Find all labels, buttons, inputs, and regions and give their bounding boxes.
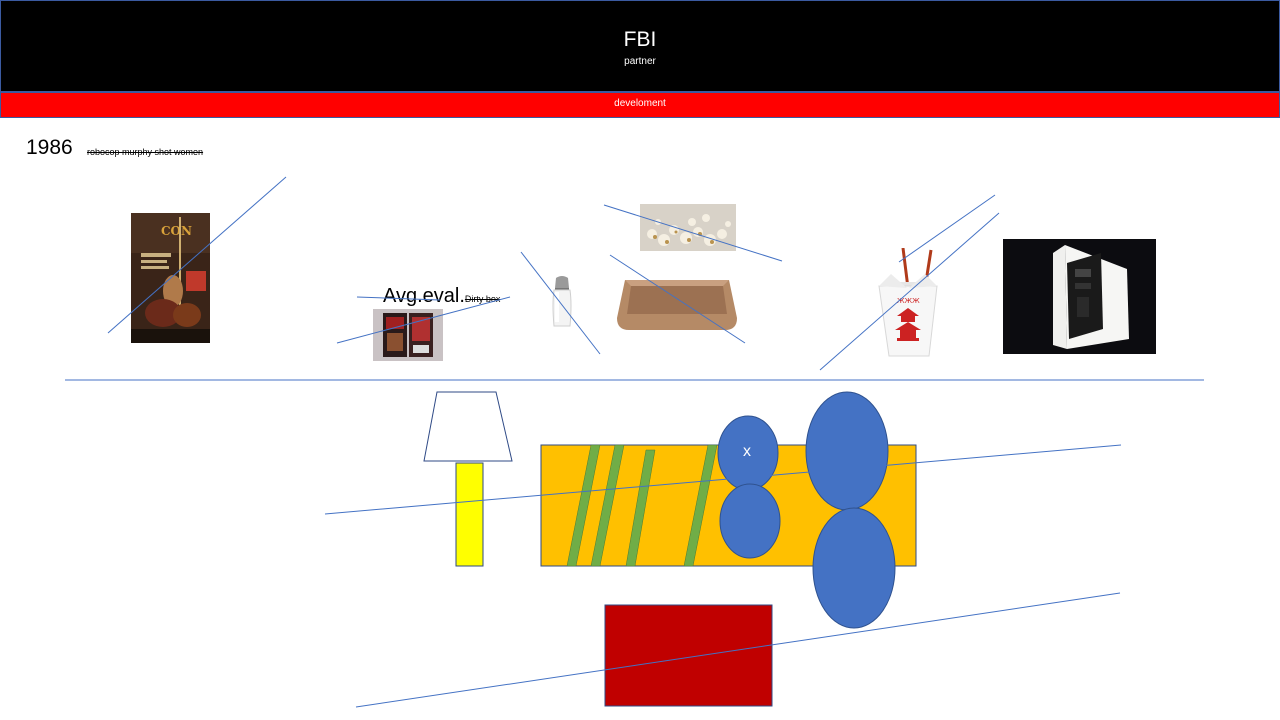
connector-line (324, 444, 1122, 515)
band-label: develoment (614, 98, 666, 109)
movie-poster-image: CON (131, 213, 210, 343)
header-bar: FBI partner (0, 0, 1280, 92)
dvd-cases-image (373, 309, 443, 361)
strikethrough-note: robocop murphy shot women (87, 147, 204, 157)
lamp-shade (423, 391, 513, 462)
svg-text:ЖЖЖ: ЖЖЖ (897, 297, 920, 305)
green-stripe (683, 444, 718, 567)
svg-text:CON: CON (161, 224, 192, 238)
green-stripe (590, 444, 625, 567)
connector-line (355, 592, 1121, 708)
blue-circle (719, 483, 781, 559)
takeout-box-image: ЖЖЖ (875, 247, 941, 358)
avg-eval-label: Avg.eval. (383, 285, 465, 307)
green-stripe (566, 444, 601, 567)
baking-tray-image (615, 276, 739, 334)
blue-ellipse (812, 507, 896, 629)
popcorn-image (640, 204, 736, 251)
lamp-post (455, 462, 484, 567)
tablet-device-image (1003, 239, 1156, 354)
header-title: FBI (623, 28, 657, 51)
red-box (604, 604, 773, 707)
circle-x-label: x (743, 443, 751, 460)
orange-bar (540, 444, 917, 567)
blue-ellipse (805, 391, 889, 511)
header-subtitle: partner (624, 56, 656, 67)
green-stripe (625, 449, 656, 567)
section-band: develoment (0, 92, 1280, 118)
avg-eval-annotation: Avg.eval.Dirty box (383, 285, 500, 308)
year-label: 1986 (26, 136, 73, 159)
dirty-box-label: Dirty box (464, 294, 501, 304)
salt-shaker-image (549, 274, 575, 329)
